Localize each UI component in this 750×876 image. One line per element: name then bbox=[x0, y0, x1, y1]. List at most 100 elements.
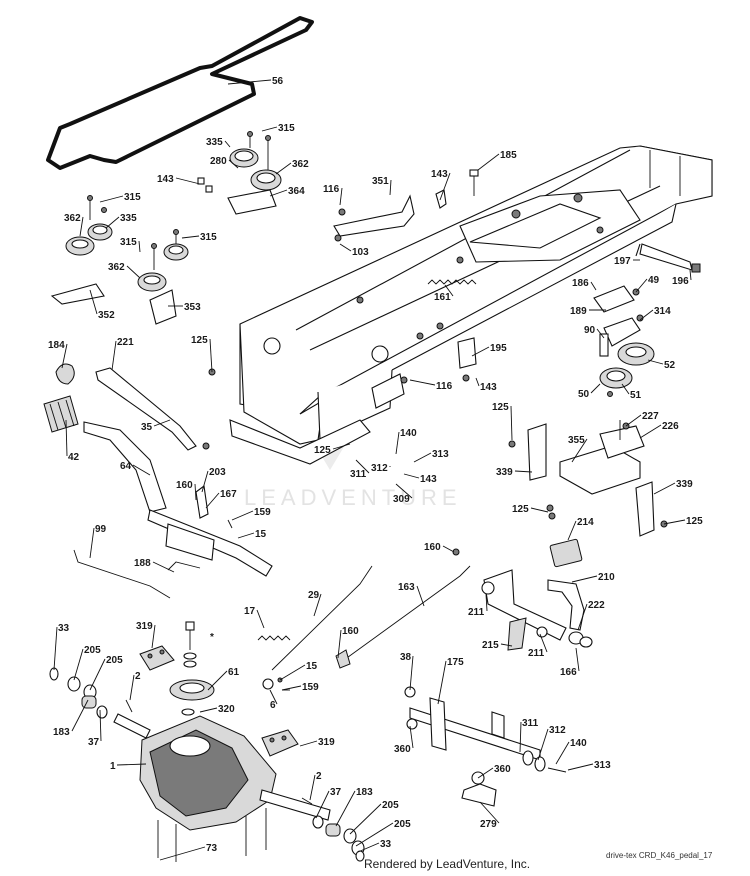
leader-line-c2b bbox=[309, 774, 316, 801]
bracket-319-lower bbox=[261, 729, 299, 757]
part-label-c161: 161 bbox=[434, 292, 451, 303]
leader-line-c143b bbox=[439, 172, 451, 201]
leader-line-c351 bbox=[389, 179, 392, 196]
part-label-c140a: 140 bbox=[400, 428, 417, 439]
part-label-c160c: 160 bbox=[342, 626, 359, 637]
asterisk-mark: * bbox=[210, 632, 214, 643]
part-label-c37b: 37 bbox=[330, 787, 342, 798]
leader-line-c227 bbox=[625, 414, 642, 427]
leader-line-c125d bbox=[530, 507, 549, 513]
part-label-c103: 103 bbox=[352, 247, 369, 258]
part-label-c38: 38 bbox=[400, 652, 412, 663]
leader-line-c364 bbox=[269, 189, 288, 197]
leader-line-c311a bbox=[355, 459, 370, 474]
leader-line-c205b bbox=[89, 658, 106, 691]
part-label-c214: 214 bbox=[577, 517, 594, 528]
part-label-c2b: 2 bbox=[316, 771, 322, 782]
part-label-c125c: 125 bbox=[492, 402, 509, 413]
leader-line-c61 bbox=[207, 670, 228, 691]
part-label-c215: 215 bbox=[482, 640, 499, 651]
part-label-c1: 1 bbox=[110, 761, 116, 772]
leader-line-c161 bbox=[444, 284, 454, 297]
rods-99-188 bbox=[73, 549, 201, 599]
leader-line-c315a bbox=[261, 126, 278, 132]
rod-163 bbox=[335, 548, 471, 669]
part-label-c186: 186 bbox=[572, 278, 589, 289]
leader-line-c226 bbox=[639, 424, 662, 439]
part-label-c163: 163 bbox=[398, 582, 415, 593]
rod-197 bbox=[635, 243, 701, 273]
drive-belt-56 bbox=[46, 16, 314, 170]
part-label-c99: 99 bbox=[95, 524, 107, 535]
leader-line-c309 bbox=[395, 483, 413, 499]
leader-line-c335b bbox=[105, 216, 120, 229]
leader-line-c140b bbox=[555, 741, 570, 765]
leader-line-c50 bbox=[590, 383, 601, 394]
part-label-c125a: 125 bbox=[191, 335, 208, 346]
part-label-c42: 42 bbox=[68, 452, 80, 463]
leader-line-c315d bbox=[181, 235, 200, 239]
knob-184 bbox=[55, 363, 75, 385]
leader-line-c183b bbox=[335, 790, 356, 827]
leader-line-c280 bbox=[228, 159, 239, 169]
part-label-c222: 222 bbox=[588, 600, 605, 611]
leader-line-c205c bbox=[349, 803, 382, 835]
part-label-c355: 355 bbox=[568, 435, 585, 446]
part-label-c189: 189 bbox=[570, 306, 587, 317]
watermark-text: LEADVENTURE bbox=[244, 485, 462, 510]
part-label-c37a: 37 bbox=[88, 737, 100, 748]
leader-line-c221 bbox=[111, 340, 117, 371]
leader-line-c205d bbox=[355, 822, 394, 847]
leader-line-c211b bbox=[539, 633, 548, 653]
part-label-c61: 61 bbox=[228, 667, 240, 678]
leader-line-c2a bbox=[129, 674, 135, 701]
part-label-c140b: 140 bbox=[570, 738, 587, 749]
part-label-c184: 184 bbox=[48, 340, 65, 351]
leader-line-c143c bbox=[475, 377, 480, 387]
bolt-185 bbox=[469, 169, 479, 196]
leader-line-c125e bbox=[663, 519, 686, 525]
part-label-c339a: 339 bbox=[496, 467, 513, 478]
part-label-c360b: 360 bbox=[494, 764, 511, 775]
leader-line-c116b bbox=[409, 379, 436, 386]
part-label-c339b: 339 bbox=[676, 479, 693, 490]
leader-line-c360a bbox=[409, 725, 414, 749]
part-label-c205b: 205 bbox=[106, 655, 123, 666]
part-label-c159b: 159 bbox=[302, 682, 319, 693]
part-label-c143a: 143 bbox=[157, 174, 174, 185]
part-label-c197: 197 bbox=[614, 256, 631, 267]
washers-left bbox=[49, 667, 133, 719]
part-label-c313a: 313 bbox=[432, 449, 449, 460]
leader-line-c143a bbox=[175, 177, 201, 185]
part-label-c125b: 125 bbox=[314, 445, 331, 456]
part-label-c195: 195 bbox=[490, 343, 507, 354]
leader-line-c37a bbox=[99, 709, 102, 742]
reference-code: drive-tex CRD_K46_pedal_17 bbox=[606, 851, 713, 860]
lever-assembly bbox=[83, 367, 273, 577]
leader-line-c319a bbox=[151, 624, 156, 649]
part-label-c280: 280 bbox=[210, 156, 227, 167]
pulley-assembly-right bbox=[593, 285, 655, 397]
part-label-c312a: 312 bbox=[371, 463, 388, 474]
part-label-c211a: 211 bbox=[468, 607, 485, 618]
leader-line-c315b bbox=[99, 195, 124, 203]
part-label-c166: 166 bbox=[560, 667, 577, 678]
part-label-c362c: 362 bbox=[108, 262, 125, 273]
part-label-c315b: 315 bbox=[124, 192, 141, 203]
part-label-c353: 353 bbox=[184, 302, 201, 313]
leader-line-c73 bbox=[159, 846, 206, 861]
leader-line-c160c bbox=[337, 629, 342, 659]
leader-line-c160a bbox=[194, 483, 197, 501]
part-label-c315c: 315 bbox=[120, 237, 137, 248]
leader-line-c222 bbox=[577, 603, 588, 631]
part-label-c362a: 362 bbox=[292, 159, 309, 170]
part-label-c311a: 311 bbox=[350, 469, 367, 480]
leader-line-c211a bbox=[485, 593, 488, 612]
leader-line-c56 bbox=[227, 79, 272, 85]
leader-line-c195 bbox=[471, 346, 490, 357]
part-label-c116b: 116 bbox=[436, 381, 453, 392]
part-label-c183a: 183 bbox=[53, 727, 70, 738]
part-label-c279: 279 bbox=[480, 819, 497, 830]
leader-line-c203 bbox=[201, 470, 209, 493]
